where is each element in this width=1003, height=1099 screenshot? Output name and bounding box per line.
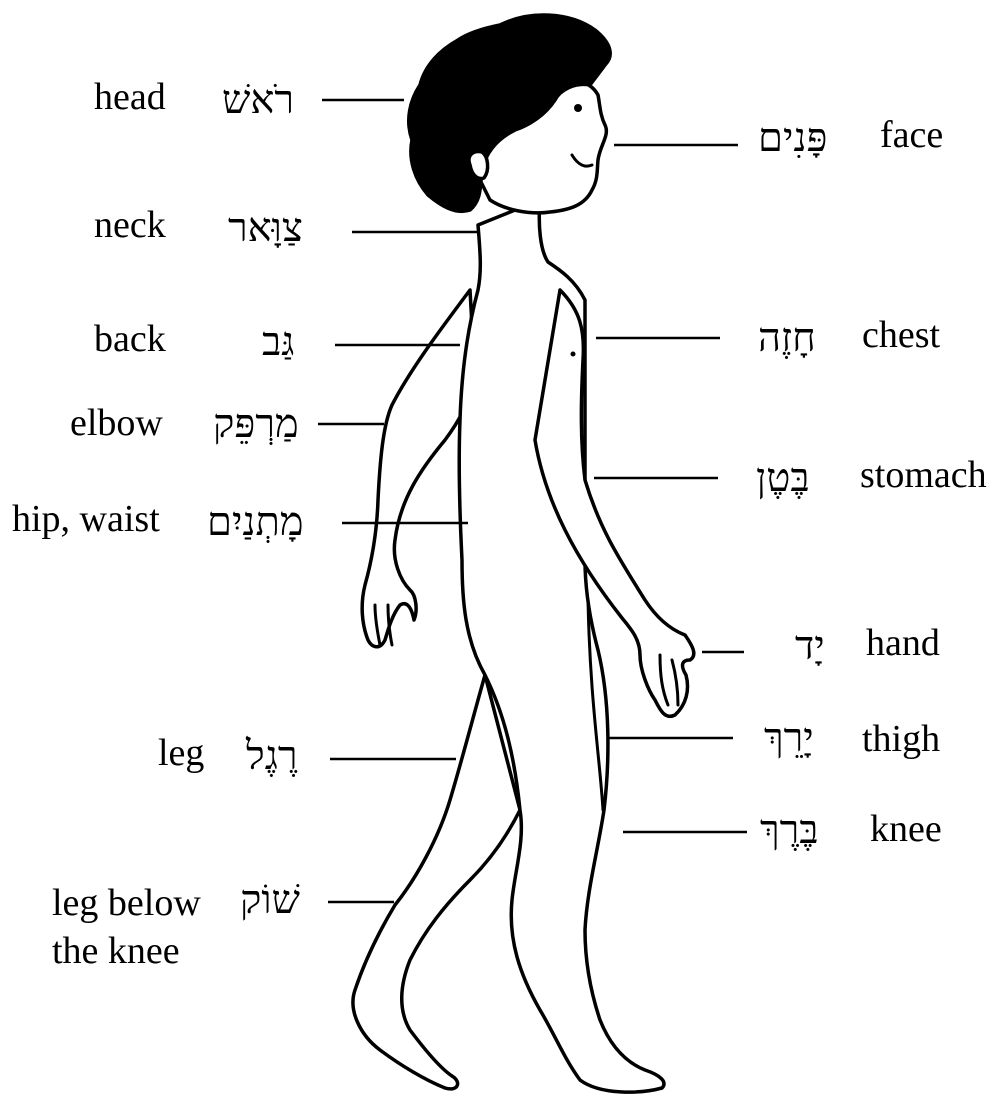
knee-english-label: knee bbox=[870, 810, 942, 848]
chest-hebrew-label: חָזֶה bbox=[758, 318, 816, 358]
stomach-english-label: stomach bbox=[860, 456, 987, 494]
knee-hebrew-label: בֶּרֶךְ bbox=[760, 810, 819, 850]
elbow-hebrew-label: מַרְפֵּק bbox=[213, 404, 299, 444]
neck-english-label: neck bbox=[94, 206, 166, 244]
hip-waist-hebrew-label: מָתְנַיִם bbox=[207, 502, 304, 542]
back-hebrew-label: גַּב bbox=[262, 322, 294, 362]
stomach-hebrew-label: בֶּטֶן bbox=[756, 458, 810, 498]
head-english-label: head bbox=[94, 78, 166, 116]
back-english-label: back bbox=[94, 320, 166, 358]
thigh-hebrew-label: יָרֵךְ bbox=[764, 718, 814, 758]
hip-waist-english-label: hip, waist bbox=[12, 500, 160, 538]
face-english-label: face bbox=[880, 116, 943, 154]
hand-hebrew-label: יָד bbox=[795, 626, 825, 666]
chest-english-label: chest bbox=[862, 316, 940, 354]
neck-hebrew-label: צַוָּאר bbox=[228, 208, 303, 248]
elbow-english-label: elbow bbox=[70, 404, 163, 442]
lower-leg-hebrew-label: שׁוֹק bbox=[240, 880, 300, 920]
face-hebrew-label: פָּנִים bbox=[758, 118, 827, 158]
lower-leg-english-label: leg below the knee bbox=[52, 880, 201, 975]
head-hebrew-label: רֹאשׁ bbox=[222, 80, 294, 120]
leg-hebrew-label: רֶגֶל bbox=[246, 736, 298, 776]
thigh-english-label: thigh bbox=[862, 720, 940, 758]
leg-english-label: leg bbox=[158, 734, 204, 772]
hand-english-label: hand bbox=[866, 624, 940, 662]
